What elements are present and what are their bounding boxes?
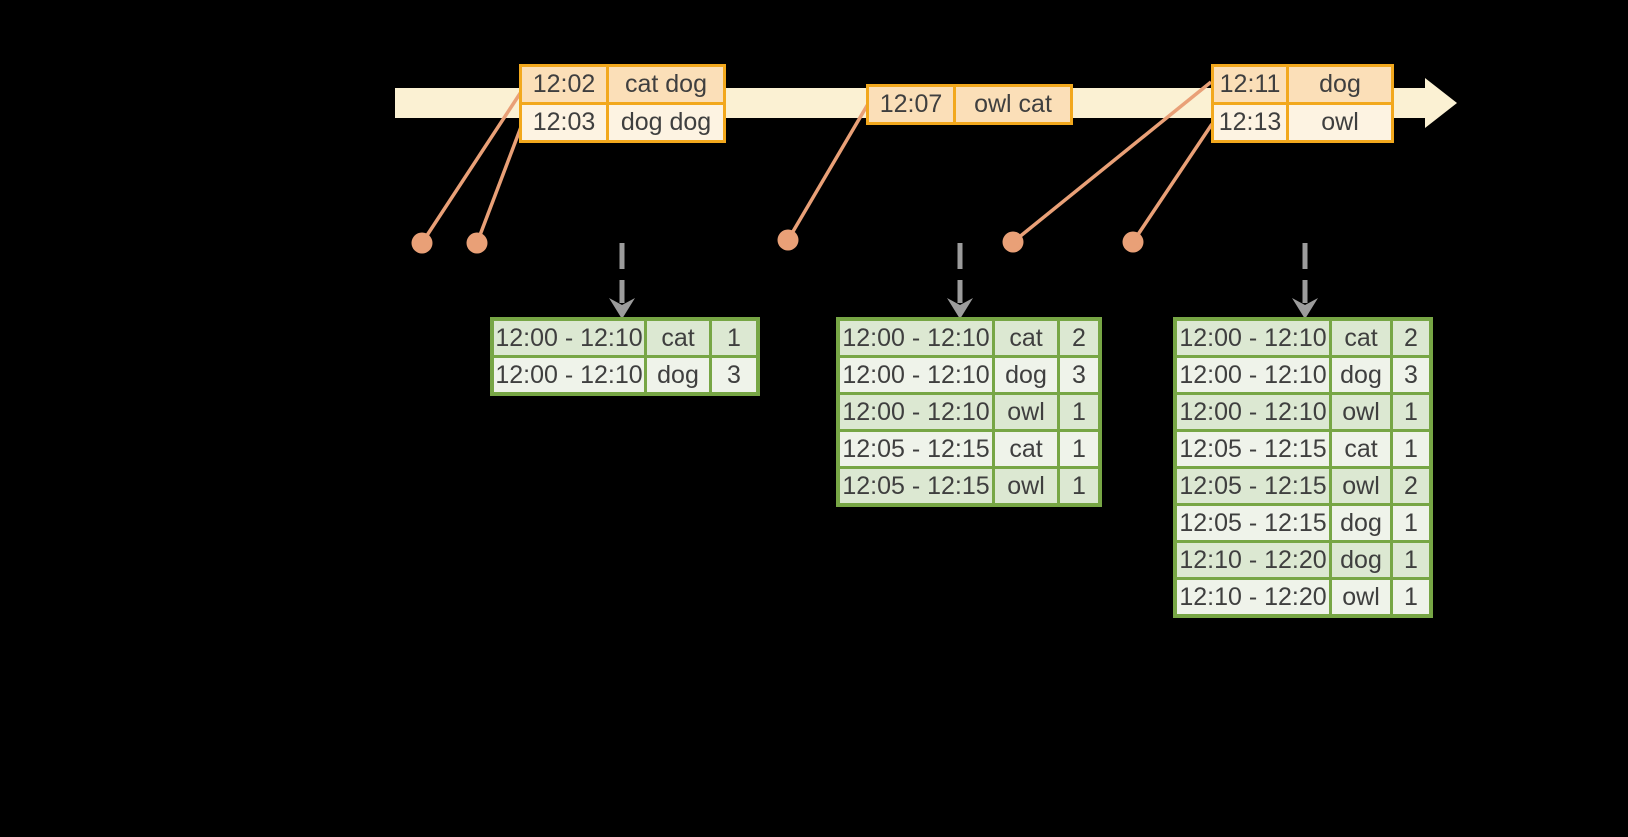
- result-row: 12:00 - 12:10 dog 3: [490, 355, 760, 396]
- event-words-cell: owl: [1286, 102, 1394, 143]
- trigger-arrowhead-icon: [1292, 298, 1318, 319]
- word-cell: dog: [1329, 503, 1393, 543]
- window-cell: 12:05 - 12:15: [836, 466, 995, 507]
- word-cell: cat: [992, 317, 1060, 358]
- event-words-cell: cat dog: [606, 64, 726, 105]
- result-row: 12:00 - 12:10 cat 1: [490, 317, 760, 358]
- word-cell: cat: [1329, 429, 1393, 469]
- result-table-1: 12:00 - 12:10 cat 1 12:00 - 12:10 dog 3: [490, 317, 760, 396]
- event-dot: [1122, 231, 1144, 253]
- result-row: 12:05 - 12:15 owl 2: [1173, 466, 1433, 506]
- trigger-arrowhead-icon: [609, 298, 635, 319]
- result-table-2: 12:00 - 12:10 cat 2 12:00 - 12:10 dog 3 …: [836, 317, 1102, 507]
- word-cell: cat: [644, 317, 712, 358]
- event-connector-lines: [420, 80, 1214, 244]
- word-cell: owl: [1329, 392, 1393, 432]
- result-row: 12:00 - 12:10 cat 2: [836, 317, 1102, 358]
- count-cell: 1: [709, 317, 760, 358]
- window-cell: 12:00 - 12:10: [836, 355, 995, 395]
- count-cell: 3: [709, 355, 760, 396]
- word-cell: cat: [1329, 317, 1393, 358]
- window-cell: 12:00 - 12:10: [836, 392, 995, 432]
- result-row: 12:10 - 12:20 owl 1: [1173, 577, 1433, 618]
- result-row: 12:05 - 12:15 dog 1: [1173, 503, 1433, 543]
- window-cell: 12:05 - 12:15: [836, 429, 995, 469]
- count-cell: 1: [1057, 429, 1102, 469]
- word-cell: dog: [1329, 540, 1393, 580]
- result-row: 12:00 - 12:10 owl 1: [1173, 392, 1433, 432]
- window-cell: 12:00 - 12:10: [836, 317, 995, 358]
- count-cell: 3: [1057, 355, 1102, 395]
- event-connector-line: [786, 103, 870, 241]
- event-connector-line: [475, 126, 523, 244]
- result-row: 12:00 - 12:10 owl 1: [836, 392, 1102, 432]
- window-cell: 12:00 - 12:10: [1173, 392, 1332, 432]
- count-cell: 2: [1390, 466, 1433, 506]
- event-row: 12:07 owl cat: [866, 84, 1073, 125]
- event-connector-line: [1131, 123, 1214, 243]
- event-row: 12:11 dog: [1211, 64, 1394, 105]
- count-cell: 2: [1390, 317, 1433, 358]
- event-time-cell: 12:11: [1211, 64, 1289, 105]
- count-cell: 1: [1390, 503, 1433, 543]
- word-cell: cat: [992, 429, 1060, 469]
- result-row: 12:05 - 12:15 cat 1: [1173, 429, 1433, 469]
- event-dot: [466, 232, 488, 254]
- event-dots: [411, 229, 1144, 254]
- event-time-cell: 12:13: [1211, 102, 1289, 143]
- event-table-1: 12:02 cat dog 12:03 dog dog: [519, 64, 726, 143]
- result-row: 12:00 - 12:10 dog 3: [1173, 355, 1433, 395]
- word-cell: dog: [1329, 355, 1393, 395]
- window-cell: 12:00 - 12:10: [1173, 355, 1332, 395]
- word-cell: owl: [992, 466, 1060, 507]
- word-cell: owl: [992, 392, 1060, 432]
- event-words-cell: dog dog: [606, 102, 726, 143]
- count-cell: 1: [1390, 540, 1433, 580]
- window-cell: 12:05 - 12:15: [1173, 429, 1332, 469]
- window-cell: 12:10 - 12:20: [1173, 540, 1332, 580]
- count-cell: 3: [1390, 355, 1433, 395]
- event-dot: [777, 229, 799, 251]
- event-row: 12:13 owl: [1211, 102, 1394, 143]
- count-cell: 1: [1057, 466, 1102, 507]
- event-table-2: 12:07 owl cat: [866, 84, 1073, 125]
- window-cell: 12:00 - 12:10: [490, 355, 647, 396]
- window-cell: 12:05 - 12:15: [1173, 466, 1332, 506]
- result-row: 12:10 - 12:20 dog 1: [1173, 540, 1433, 580]
- trigger-arrowheads: [609, 298, 1318, 319]
- word-cell: owl: [1329, 577, 1393, 618]
- event-dot: [411, 232, 433, 254]
- count-cell: 1: [1390, 577, 1433, 618]
- word-cell: dog: [992, 355, 1060, 395]
- event-time-cell: 12:02: [519, 64, 609, 105]
- event-connector-line: [420, 91, 523, 244]
- event-words-cell: dog: [1286, 64, 1394, 105]
- event-time-cell: 12:07: [866, 84, 956, 125]
- trigger-arrows: [619, 243, 1308, 303]
- result-row: 12:00 - 12:10 dog 3: [836, 355, 1102, 395]
- count-cell: 1: [1390, 392, 1433, 432]
- word-cell: owl: [1329, 466, 1393, 506]
- count-cell: 1: [1390, 429, 1433, 469]
- result-table-3: 12:00 - 12:10 cat 2 12:00 - 12:10 dog 3 …: [1173, 317, 1433, 618]
- event-table-3: 12:11 dog 12:13 owl: [1211, 64, 1394, 143]
- timeline-arrowhead-icon: [1425, 78, 1457, 128]
- count-cell: 2: [1057, 317, 1102, 358]
- event-words-cell: owl cat: [953, 84, 1073, 125]
- result-row: 12:00 - 12:10 cat 2: [1173, 317, 1433, 358]
- event-row: 12:03 dog dog: [519, 102, 726, 143]
- event-time-cell: 12:03: [519, 102, 609, 143]
- event-row: 12:02 cat dog: [519, 64, 726, 105]
- window-cell: 12:00 - 12:10: [490, 317, 647, 358]
- word-cell: dog: [644, 355, 712, 396]
- count-cell: 1: [1057, 392, 1102, 432]
- result-row: 12:05 - 12:15 owl 1: [836, 466, 1102, 507]
- window-cell: 12:05 - 12:15: [1173, 503, 1332, 543]
- trigger-arrowhead-icon: [947, 298, 973, 319]
- window-cell: 12:00 - 12:10: [1173, 317, 1332, 358]
- event-connector-line: [1011, 80, 1213, 244]
- result-row: 12:05 - 12:15 cat 1: [836, 429, 1102, 469]
- window-cell: 12:10 - 12:20: [1173, 577, 1332, 618]
- event-dot: [1002, 231, 1024, 253]
